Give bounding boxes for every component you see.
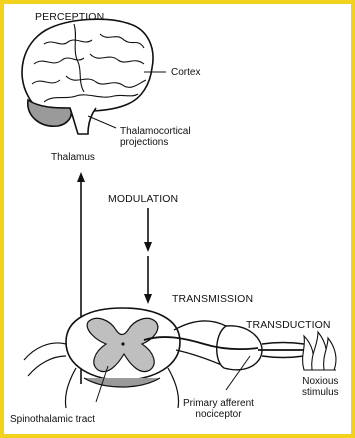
- thalamocortical-leader: [88, 116, 116, 128]
- spinothalamic-tract-label: Spinothalamic tract: [10, 414, 95, 425]
- thalamocortical-projections-label: Thalamocortical projections: [120, 126, 191, 148]
- transduction-label: TRANSDUCTION: [246, 320, 331, 331]
- primary-afferent-nociceptor-label: Primary afferent nociceptor: [183, 398, 254, 420]
- noxious-stimulus-label: Noxious stimulus: [302, 376, 339, 398]
- brain: [22, 19, 153, 134]
- cortex-label: Cortex: [171, 67, 200, 78]
- modulation-arrows: [144, 208, 152, 304]
- thalamus-label: Thalamus: [51, 152, 95, 163]
- noxious-stimulus-flames: [303, 332, 336, 370]
- spinal-cord: [24, 308, 180, 408]
- transmission-label: TRANSMISSION: [172, 294, 253, 305]
- brain-outline: [22, 19, 153, 112]
- perception-label: PERCEPTION: [35, 12, 104, 23]
- modulation-label: MODULATION: [108, 194, 178, 205]
- brainstem: [70, 108, 96, 134]
